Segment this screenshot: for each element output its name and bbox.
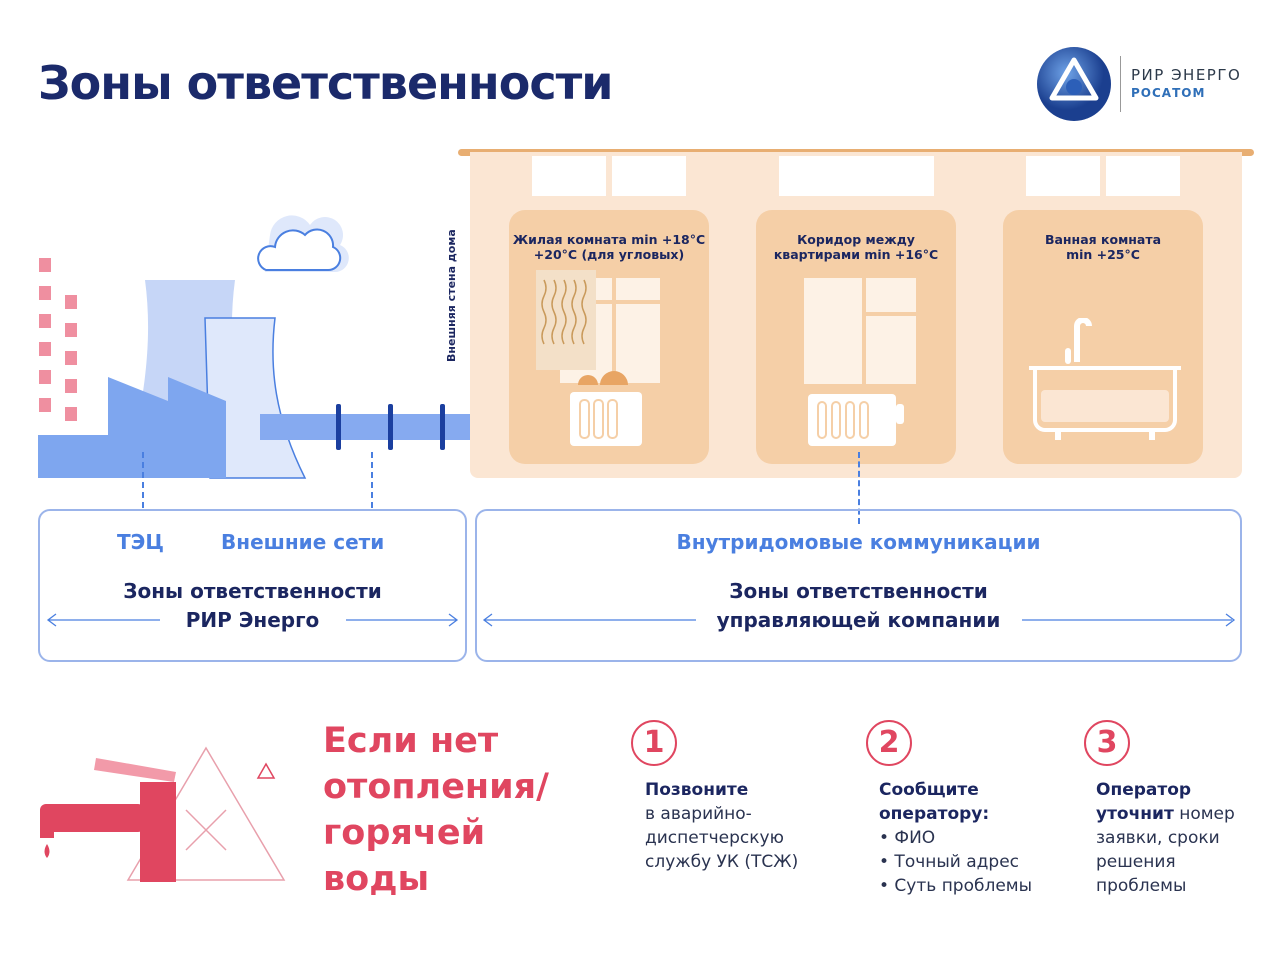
double-arrow-icon: [482, 613, 1236, 627]
power-plant-illustration: [38, 215, 470, 479]
rosatom-logo-icon: [1037, 47, 1111, 121]
window: [612, 156, 686, 196]
window: [1026, 156, 1100, 196]
room-title: Жилая комната min +18°C+20°C (для угловы…: [512, 232, 706, 262]
window: [779, 156, 934, 196]
zone-management-company: [475, 509, 1242, 662]
step-number-1: 1: [631, 720, 677, 766]
step-number-3: 3: [1084, 720, 1130, 766]
window: [532, 156, 606, 196]
double-arrow-icon: [46, 613, 459, 627]
logo-divider: [1120, 56, 1121, 112]
zone-rir-energo: [38, 509, 467, 662]
faucet-warning-illustration: [40, 746, 286, 882]
connector-line: [858, 452, 860, 524]
step-number-2: 2: [866, 720, 912, 766]
connector-line: [371, 452, 373, 508]
page-title: Зоны ответственности: [38, 56, 613, 110]
chimney-icon: [39, 258, 77, 435]
corridor-illustration: [804, 278, 916, 446]
logo-subtitle: РОСАТОМ: [1131, 86, 1206, 100]
zone-label-external: Внешние сети: [221, 530, 385, 554]
bathtub-icon: [1029, 318, 1181, 440]
window: [1106, 156, 1180, 196]
zone-label-tec: ТЭЦ: [117, 530, 164, 554]
living-room-illustration: [536, 270, 660, 446]
external-wall-label: Внешняя стена дома: [445, 229, 458, 362]
zone-label-internal: Внутридомовые коммуникации: [676, 530, 1041, 554]
connector-line: [142, 452, 144, 508]
logo-name: РИР ЭНЕРГО: [1131, 66, 1242, 84]
